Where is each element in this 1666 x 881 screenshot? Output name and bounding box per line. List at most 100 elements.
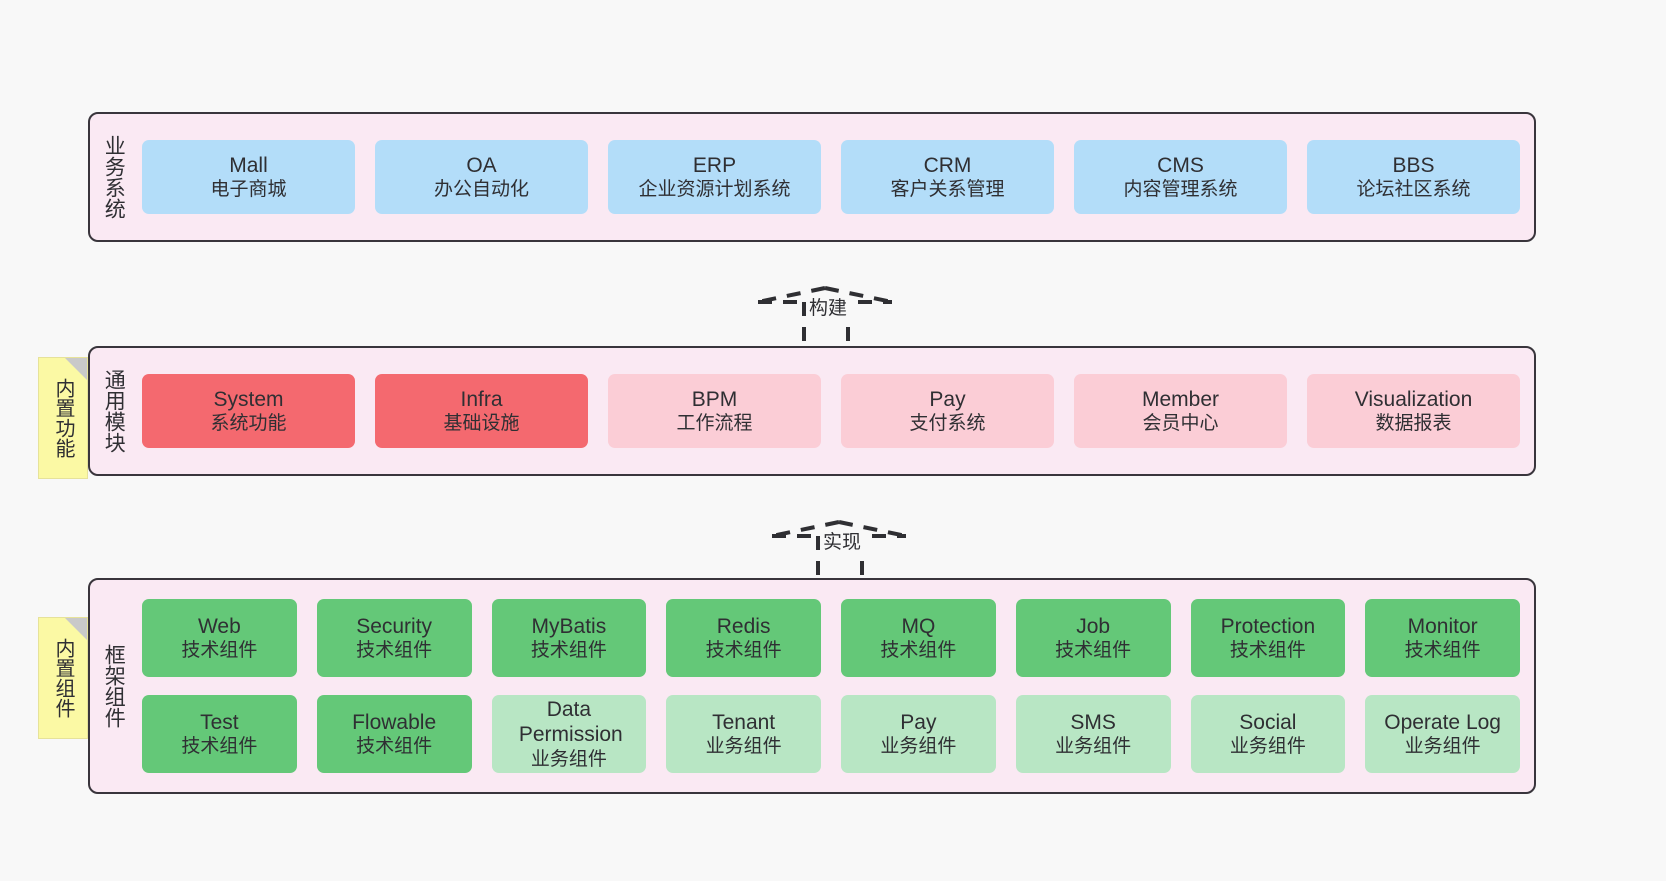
layer-framework-components: 框架组件 Web 技术组件 Security 技术组件 MyBatis 技术组件… (88, 578, 1536, 794)
card-visualization[interactable]: Visualization 数据报表 (1307, 374, 1520, 448)
card-subtitle: 办公自动化 (433, 179, 529, 201)
note-fold-corner-icon (65, 618, 87, 640)
card-title: Protection (1220, 614, 1316, 638)
card-title: Redis (716, 614, 771, 638)
card-subtitle: 基础设施 (443, 413, 520, 435)
card-title: SMS (1070, 710, 1116, 734)
card-subtitle: 技术组件 (181, 736, 258, 758)
card-operate-log[interactable]: Operate Log 业务组件 (1365, 695, 1520, 773)
sticky-note-builtin-components: 内置组件 (38, 617, 88, 739)
card-title: OA (466, 153, 497, 177)
card-test[interactable]: Test 技术组件 (142, 695, 297, 773)
card-mall[interactable]: Mall 电子商城 (142, 140, 355, 214)
card-member[interactable]: Member 会员中心 (1074, 374, 1287, 448)
card-cms[interactable]: CMS 内容管理系统 (1074, 140, 1287, 214)
card-title: BPM (691, 387, 738, 411)
card-job[interactable]: Job 技术组件 (1015, 599, 1171, 677)
layer-body-business-systems: Mall 电子商城 OA 办公自动化 ERP 企业资源计划系统 CRM 客户关系… (136, 114, 1534, 240)
card-subtitle: 论坛社区系统 (1356, 179, 1471, 201)
card-title: Mall (229, 153, 268, 177)
card-subtitle: 业务组件 (880, 736, 957, 758)
card-title: Monitor (1407, 614, 1478, 638)
card-subtitle: 技术组件 (356, 736, 433, 758)
card-tenant[interactable]: Tenant 业务组件 (666, 695, 821, 773)
card-title: Test (200, 710, 239, 734)
layer-body-framework-components: Web 技术组件 Security 技术组件 MyBatis 技术组件 Redi… (136, 580, 1534, 792)
card-title: Web (197, 614, 241, 638)
card-bpm[interactable]: BPM 工作流程 (608, 374, 821, 448)
card-web[interactable]: Web 技术组件 (142, 599, 297, 677)
card-title: BBS (1392, 153, 1435, 177)
card-social[interactable]: Social 业务组件 (1190, 695, 1346, 773)
card-subtitle: 技术组件 (356, 640, 433, 662)
layer-body-common-modules: System 系统功能 Infra 基础设施 BPM 工作流程 Pay 支付系统… (136, 348, 1534, 474)
card-row: Mall 电子商城 OA 办公自动化 ERP 企业资源计划系统 CRM 客户关系… (142, 140, 1520, 214)
card-title: Operate Log (1384, 710, 1501, 734)
card-subtitle: 业务组件 (1404, 736, 1481, 758)
card-subtitle: 业务组件 (530, 749, 607, 771)
card-subtitle: 技术组件 (880, 640, 957, 662)
card-flowable[interactable]: Flowable 技术组件 (316, 695, 472, 773)
card-title: MyBatis (531, 614, 607, 638)
card-subtitle: 业务组件 (705, 736, 782, 758)
connector-implement-label: 实现 (820, 532, 865, 555)
card-infra[interactable]: Infra 基础设施 (375, 374, 588, 448)
card-title: Pay (929, 387, 966, 411)
card-title: CRM (923, 153, 972, 177)
layer-label-business-systems: 业务系统 (102, 135, 126, 219)
card-redis[interactable]: Redis 技术组件 (666, 599, 821, 677)
card-title: Infra (460, 387, 503, 411)
card-bbs[interactable]: BBS 论坛社区系统 (1307, 140, 1520, 214)
card-title: Social (1239, 710, 1297, 734)
layer-label-common-modules: 通用模块 (102, 369, 126, 453)
card-data-permission[interactable]: Data Permission 业务组件 (491, 695, 647, 773)
card-subtitle: 数据报表 (1375, 413, 1452, 435)
card-monitor[interactable]: Monitor 技术组件 (1365, 599, 1520, 677)
connector-build: 构建 (752, 258, 912, 346)
connector-build-label: 构建 (806, 298, 851, 321)
layer-common-modules: 通用模块 System 系统功能 Infra 基础设施 BPM 工作流程 Pay… (88, 346, 1536, 476)
connector-implement: 实现 (766, 492, 926, 580)
card-title: MQ (901, 614, 936, 638)
card-protection[interactable]: Protection 技术组件 (1190, 599, 1346, 677)
card-system[interactable]: System 系统功能 (142, 374, 355, 448)
card-oa[interactable]: OA 办公自动化 (375, 140, 588, 214)
card-row: System 系统功能 Infra 基础设施 BPM 工作流程 Pay 支付系统… (142, 374, 1520, 448)
card-subtitle: 业务组件 (1229, 736, 1306, 758)
card-row: Web 技术组件 Security 技术组件 MyBatis 技术组件 Redi… (142, 599, 1520, 677)
card-title: Job (1076, 614, 1111, 638)
card-security[interactable]: Security 技术组件 (316, 599, 472, 677)
card-subtitle: 系统功能 (210, 413, 287, 435)
card-subtitle: 客户关系管理 (890, 179, 1005, 201)
card-pay-business[interactable]: Pay 业务组件 (841, 695, 996, 773)
card-subtitle: 会员中心 (1142, 413, 1219, 435)
card-subtitle: 技术组件 (530, 640, 607, 662)
layer-label-framework-components: 框架组件 (102, 644, 126, 728)
card-subtitle: 工作流程 (676, 413, 753, 435)
card-subtitle: 支付系统 (909, 413, 986, 435)
card-title: Tenant (712, 710, 776, 734)
card-mq[interactable]: MQ 技术组件 (841, 599, 996, 677)
card-subtitle: 技术组件 (1404, 640, 1481, 662)
sticky-note-label: 内置组件 (52, 638, 74, 718)
card-title: Visualization (1354, 387, 1473, 411)
card-mybatis[interactable]: MyBatis 技术组件 (491, 599, 647, 677)
card-title: Data Permission (518, 697, 623, 747)
card-title: Flowable (352, 710, 437, 734)
card-title: Security (356, 614, 433, 638)
card-title: Member (1141, 387, 1220, 411)
note-fold-corner-icon (65, 358, 87, 380)
card-subtitle: 技术组件 (181, 640, 258, 662)
card-erp[interactable]: ERP 企业资源计划系统 (608, 140, 821, 214)
card-row: Test 技术组件 Flowable 技术组件 Data Permission … (142, 695, 1520, 773)
card-pay[interactable]: Pay 支付系统 (841, 374, 1054, 448)
card-sms[interactable]: SMS 业务组件 (1015, 695, 1171, 773)
sticky-note-builtin-features: 内置功能 (38, 357, 88, 479)
card-title: ERP (692, 153, 737, 177)
sticky-note-label: 内置功能 (52, 378, 74, 458)
card-subtitle: 技术组件 (705, 640, 782, 662)
card-crm[interactable]: CRM 客户关系管理 (841, 140, 1054, 214)
card-subtitle: 电子商城 (210, 179, 287, 201)
card-subtitle: 内容管理系统 (1123, 179, 1238, 201)
